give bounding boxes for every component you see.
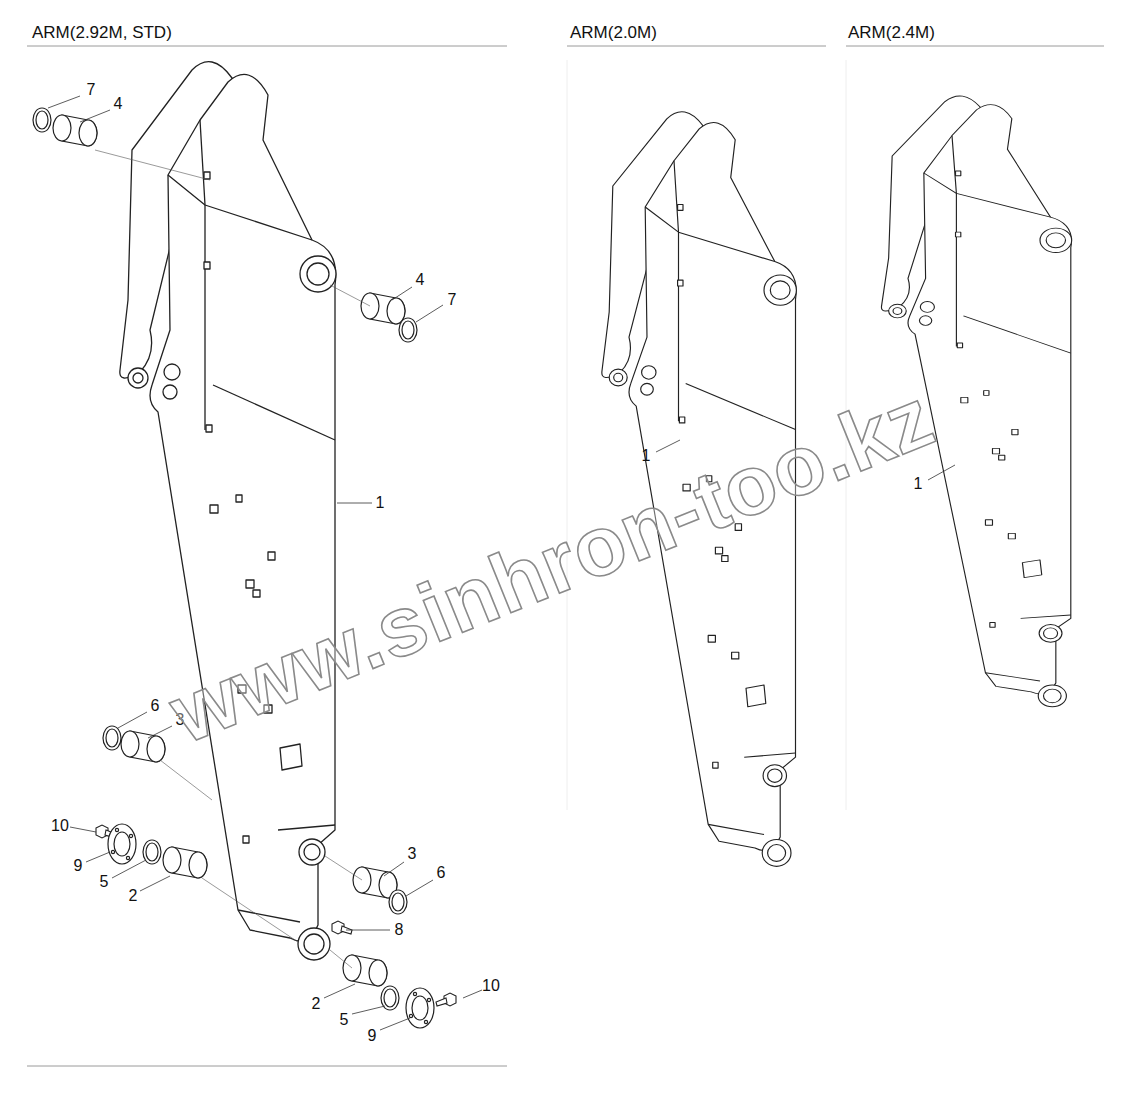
callout-number: 10 <box>51 818 69 834</box>
callout-number: 5 <box>100 874 109 890</box>
section-heading: ARM(2.4M) <box>848 24 935 41</box>
callout-number: 1 <box>914 476 923 492</box>
callout-number: 2 <box>312 996 321 1012</box>
callout-number: 7 <box>87 82 96 98</box>
callout-number: 7 <box>448 292 457 308</box>
callout-number: 9 <box>74 858 83 874</box>
callout-number: 3 <box>408 846 417 862</box>
callout-number: 1 <box>376 495 385 511</box>
callout-number: 1 <box>642 448 651 464</box>
callout-number: 9 <box>368 1028 377 1044</box>
callout-number: 4 <box>416 272 425 288</box>
callout-number: 5 <box>340 1012 349 1028</box>
callout-number: 4 <box>114 96 123 112</box>
section-heading: ARM(2.0M) <box>570 24 657 41</box>
callout-number: 2 <box>129 888 138 904</box>
callout-number: 6 <box>437 865 446 881</box>
callout-number: 10 <box>482 978 500 994</box>
section-heading: ARM(2.92M, STD) <box>32 24 172 41</box>
callout-number: 6 <box>151 698 160 714</box>
callout-number: 8 <box>395 922 404 938</box>
